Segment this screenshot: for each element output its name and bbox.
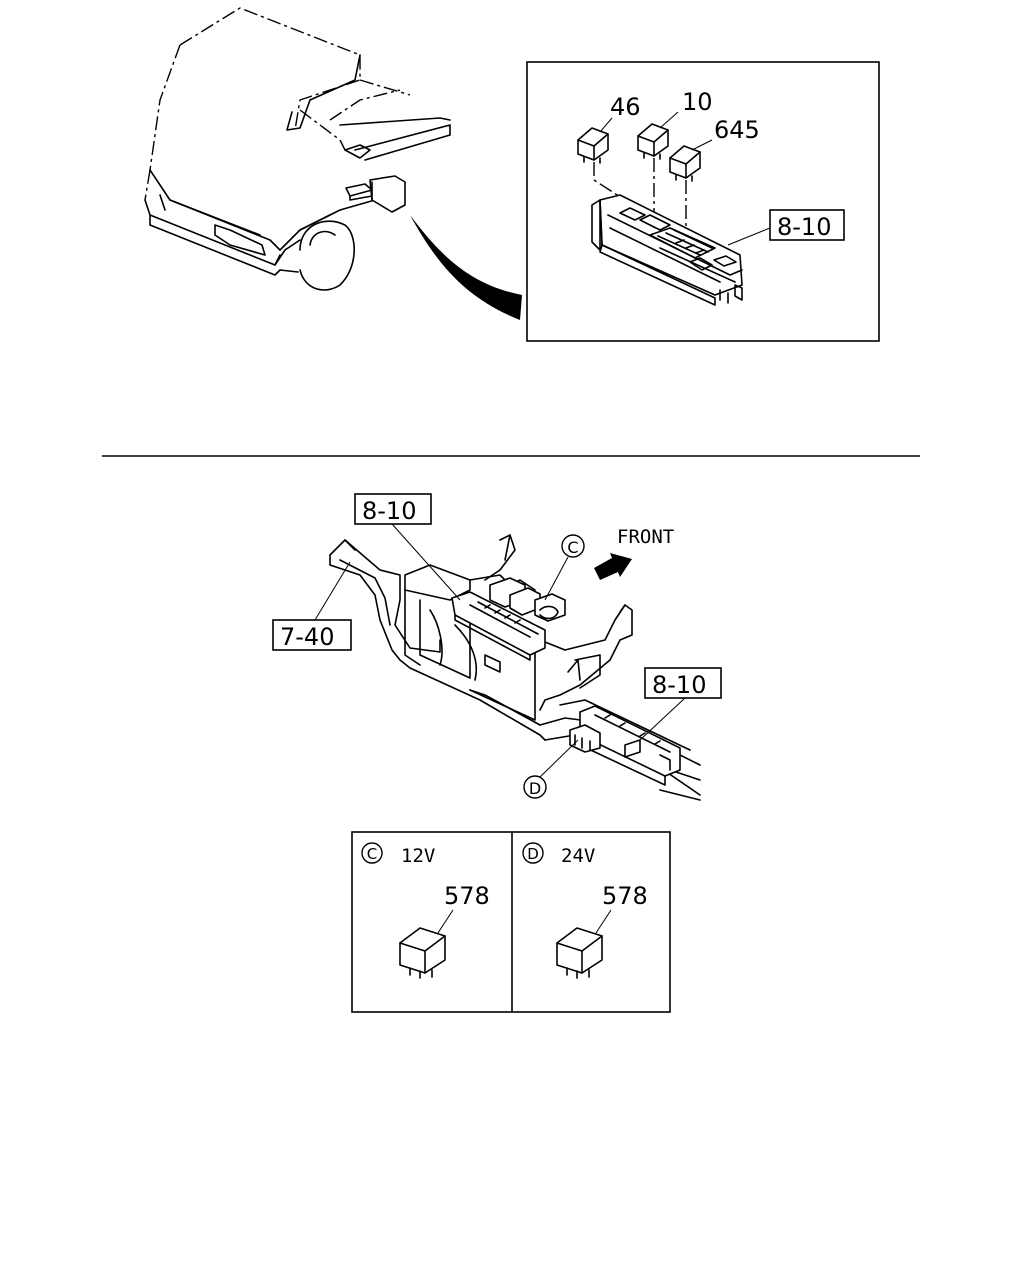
relay-10-icon[interactable]	[637, 123, 669, 160]
legend-marker-c: C	[361, 842, 383, 864]
ref-8-10-mid[interactable]: 8-10	[354, 493, 432, 525]
legend-marker-c-label: C	[367, 845, 377, 863]
relay-10-label: 10	[682, 88, 713, 116]
legend-c-12v: C 12V 578	[361, 842, 490, 979]
marker-d-chassis[interactable]: D	[523, 775, 547, 799]
relay-578-24v-icon[interactable]	[556, 927, 603, 979]
legend-c-part-label: 578	[444, 882, 490, 910]
marker-c-chassis[interactable]: C	[561, 534, 585, 558]
relay-46-icon[interactable]	[577, 127, 609, 164]
marker-d-chassis-label: D	[529, 779, 541, 798]
ref-8-10-top[interactable]: 8-10	[769, 209, 845, 241]
fuse-block-icon	[591, 194, 743, 306]
legend-d-voltage: 24V	[561, 845, 595, 867]
relay-645-icon[interactable]	[669, 145, 701, 182]
front-label: FRONT	[617, 526, 674, 548]
legend-c-voltage: 12V	[401, 845, 435, 867]
ref-8-10-right-label: 8-10	[652, 671, 706, 699]
front-arrow-icon	[594, 553, 632, 580]
legend-d-24v: D 24V 578	[522, 842, 648, 979]
relay-detail-panel	[526, 61, 880, 342]
legend-marker-d-label: D	[527, 845, 539, 863]
ref-8-10-right[interactable]: 8-10	[644, 667, 722, 699]
ref-8-10-mid-label: 8-10	[362, 497, 416, 525]
ref-8-10-top-label: 8-10	[777, 213, 831, 241]
relay-645-label: 645	[714, 116, 760, 144]
legend-d-part-label: 578	[602, 882, 648, 910]
ref-7-40[interactable]: 7-40	[272, 619, 352, 651]
relay-46-label: 46	[610, 93, 641, 121]
marker-c-chassis-label: C	[567, 538, 578, 557]
voltage-legend-table: C 12V 578 D 24V 578	[351, 831, 671, 1013]
ref-7-40-label: 7-40	[280, 623, 334, 651]
relay-578-12v-icon[interactable]	[399, 927, 446, 979]
truck-cab-illustration	[144, 7, 522, 320]
chassis-illustration	[329, 534, 701, 801]
legend-marker-d: D	[522, 842, 544, 864]
